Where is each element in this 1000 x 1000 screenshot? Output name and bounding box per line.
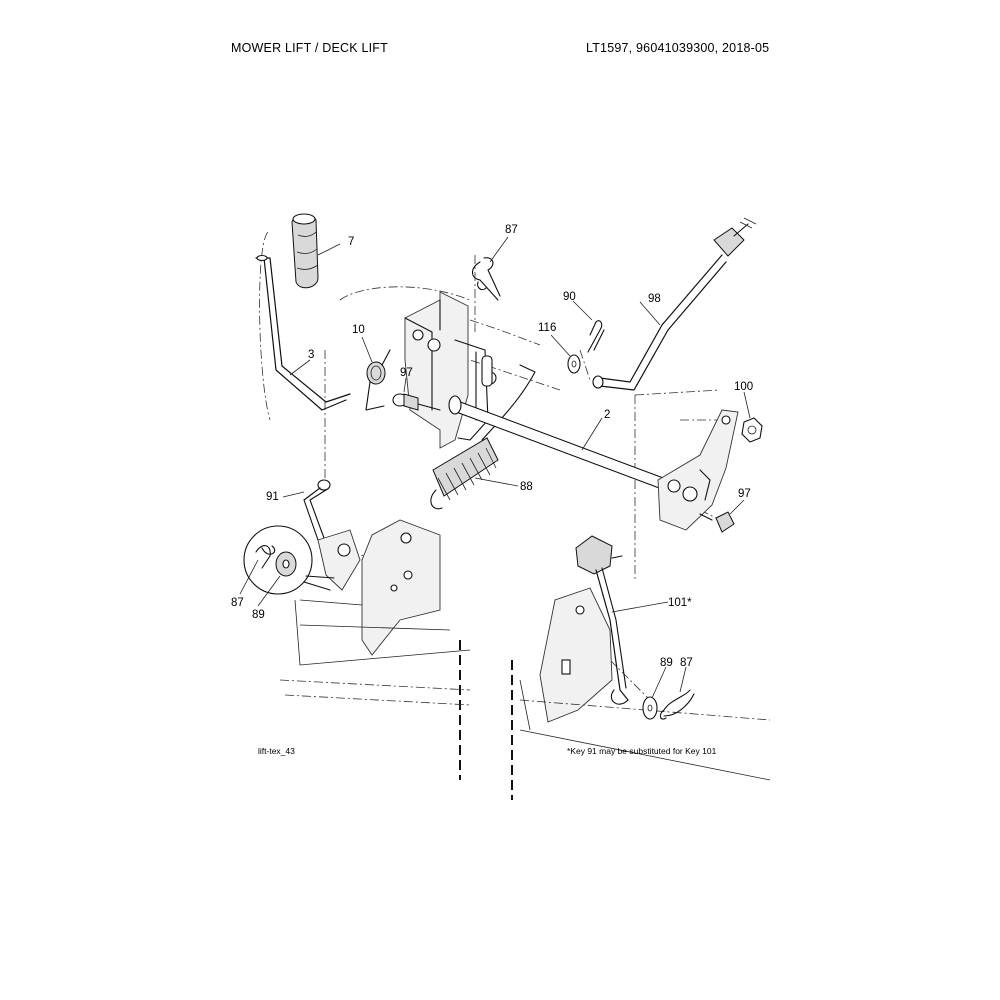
part-100-nut [741,417,763,443]
detail-inset [243,525,335,595]
callout-98: 98 [648,293,661,305]
part-97-flange-bolt-right [699,511,735,533]
callout-88: 88 [520,481,533,493]
part-7-handle-grip [291,213,319,289]
left-deck-bracket [361,519,441,656]
callout-7: 7 [348,236,354,248]
callout-87-left: 87 [231,597,244,609]
callout-90: 90 [563,291,576,303]
part-90-clip [587,320,605,353]
callout-10: 10 [352,324,365,336]
callout-91: 91 [266,491,279,503]
leader-lines [239,236,751,699]
construction-lines [259,231,735,701]
part-10-torsion-spring [365,349,391,411]
model-info: LT1597, 96041039300, 2018-05 [586,41,770,55]
page-title: MOWER LIFT / DECK LIFT [231,41,388,55]
figure-id: lift-tex_43 [258,746,295,756]
callout-87-right: 87 [680,657,693,669]
main-bracket [404,291,497,449]
callout-116: 116 [538,322,556,334]
callout-89-right: 89 [660,657,673,669]
part-88-extension-spring [430,364,536,510]
callout-87-top: 87 [505,224,518,236]
part-98-lift-link [592,217,757,391]
callout-89-left: 89 [252,609,265,621]
callout-3: 3 [308,349,314,361]
right-deck-bracket [539,587,613,723]
part-87-hairpin-clip-right [659,689,695,720]
part-87-hairpin-clip-top [471,257,501,301]
callout-2: 2 [604,409,610,421]
left-deck-outline [279,599,471,780]
callout-97-right: 97 [738,488,751,500]
footnote: *Key 91 may be substituted for Key 101 [567,746,717,756]
callout-97-left: 97 [400,367,413,379]
part-89-washer-right [642,696,658,720]
part-101-lift-link [575,535,629,705]
callout-100: 100 [734,381,753,393]
callout-labels: 7 87 3 10 97 90 98 116 2 100 88 91 97 87… [231,224,753,669]
part-3-lift-lever [255,254,351,411]
right-lift-bracket [657,409,739,531]
part-97-flange-nut-left [392,393,441,411]
part-116-washer [567,354,581,374]
callout-101: 101* [668,597,692,609]
